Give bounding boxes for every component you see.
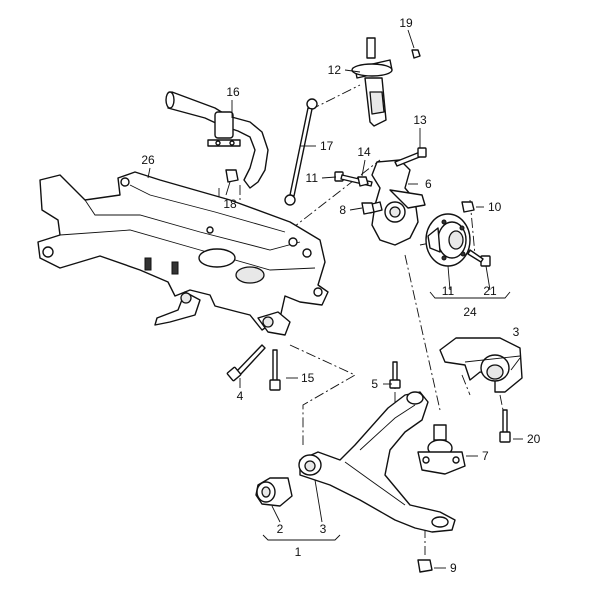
bolt-20	[499, 409, 511, 443]
label-16: 16	[226, 85, 240, 99]
bolt-13	[394, 147, 427, 167]
wheel-hub	[425, 201, 491, 267]
label-3-arm: 3	[320, 522, 327, 536]
group-brackets	[262, 291, 511, 541]
label-11-bolt: 11	[306, 171, 319, 185]
control-arm	[298, 391, 456, 533]
label-26: 26	[141, 153, 155, 167]
shock-absorber	[351, 37, 421, 127]
label-20: 20	[527, 432, 541, 446]
nut-9	[417, 559, 433, 573]
label-15: 15	[301, 371, 315, 385]
label-8: 8	[339, 203, 346, 217]
label-1: 1	[295, 545, 302, 559]
bushing-bracket	[439, 337, 523, 393]
label-12: 12	[328, 63, 342, 77]
nuts-14-8	[357, 176, 375, 215]
leader-lines	[147, 29, 523, 569]
wheel-bearing-housing	[367, 159, 426, 246]
label-5: 5	[371, 377, 378, 391]
label-19: 19	[399, 16, 413, 30]
stabilizer-bar	[165, 91, 269, 189]
label-14: 14	[357, 145, 371, 159]
bushing-front	[255, 477, 293, 507]
label-7: 7	[482, 449, 489, 463]
label-3-bracket: 3	[513, 325, 520, 339]
subframe	[37, 171, 329, 336]
ball-joint	[417, 424, 466, 475]
nut-18	[225, 169, 239, 183]
bolt-4	[226, 344, 266, 382]
part-labels: 1 2 3 3 4 5 6 7 8 9 10 11 11 12 13 14 15…	[141, 16, 540, 575]
label-24: 24	[463, 305, 477, 319]
label-9: 9	[450, 561, 457, 575]
label-11-hub: 11	[442, 284, 455, 298]
label-10: 10	[488, 200, 502, 214]
label-21: 21	[483, 284, 497, 298]
coupling-rod	[284, 98, 318, 206]
label-17: 17	[320, 139, 334, 153]
label-6: 6	[425, 177, 432, 191]
bolt-15	[269, 349, 281, 391]
label-18: 18	[223, 197, 237, 211]
bolt-5	[389, 361, 401, 389]
label-2: 2	[277, 522, 284, 536]
label-4: 4	[237, 389, 244, 403]
label-13: 13	[413, 113, 427, 127]
